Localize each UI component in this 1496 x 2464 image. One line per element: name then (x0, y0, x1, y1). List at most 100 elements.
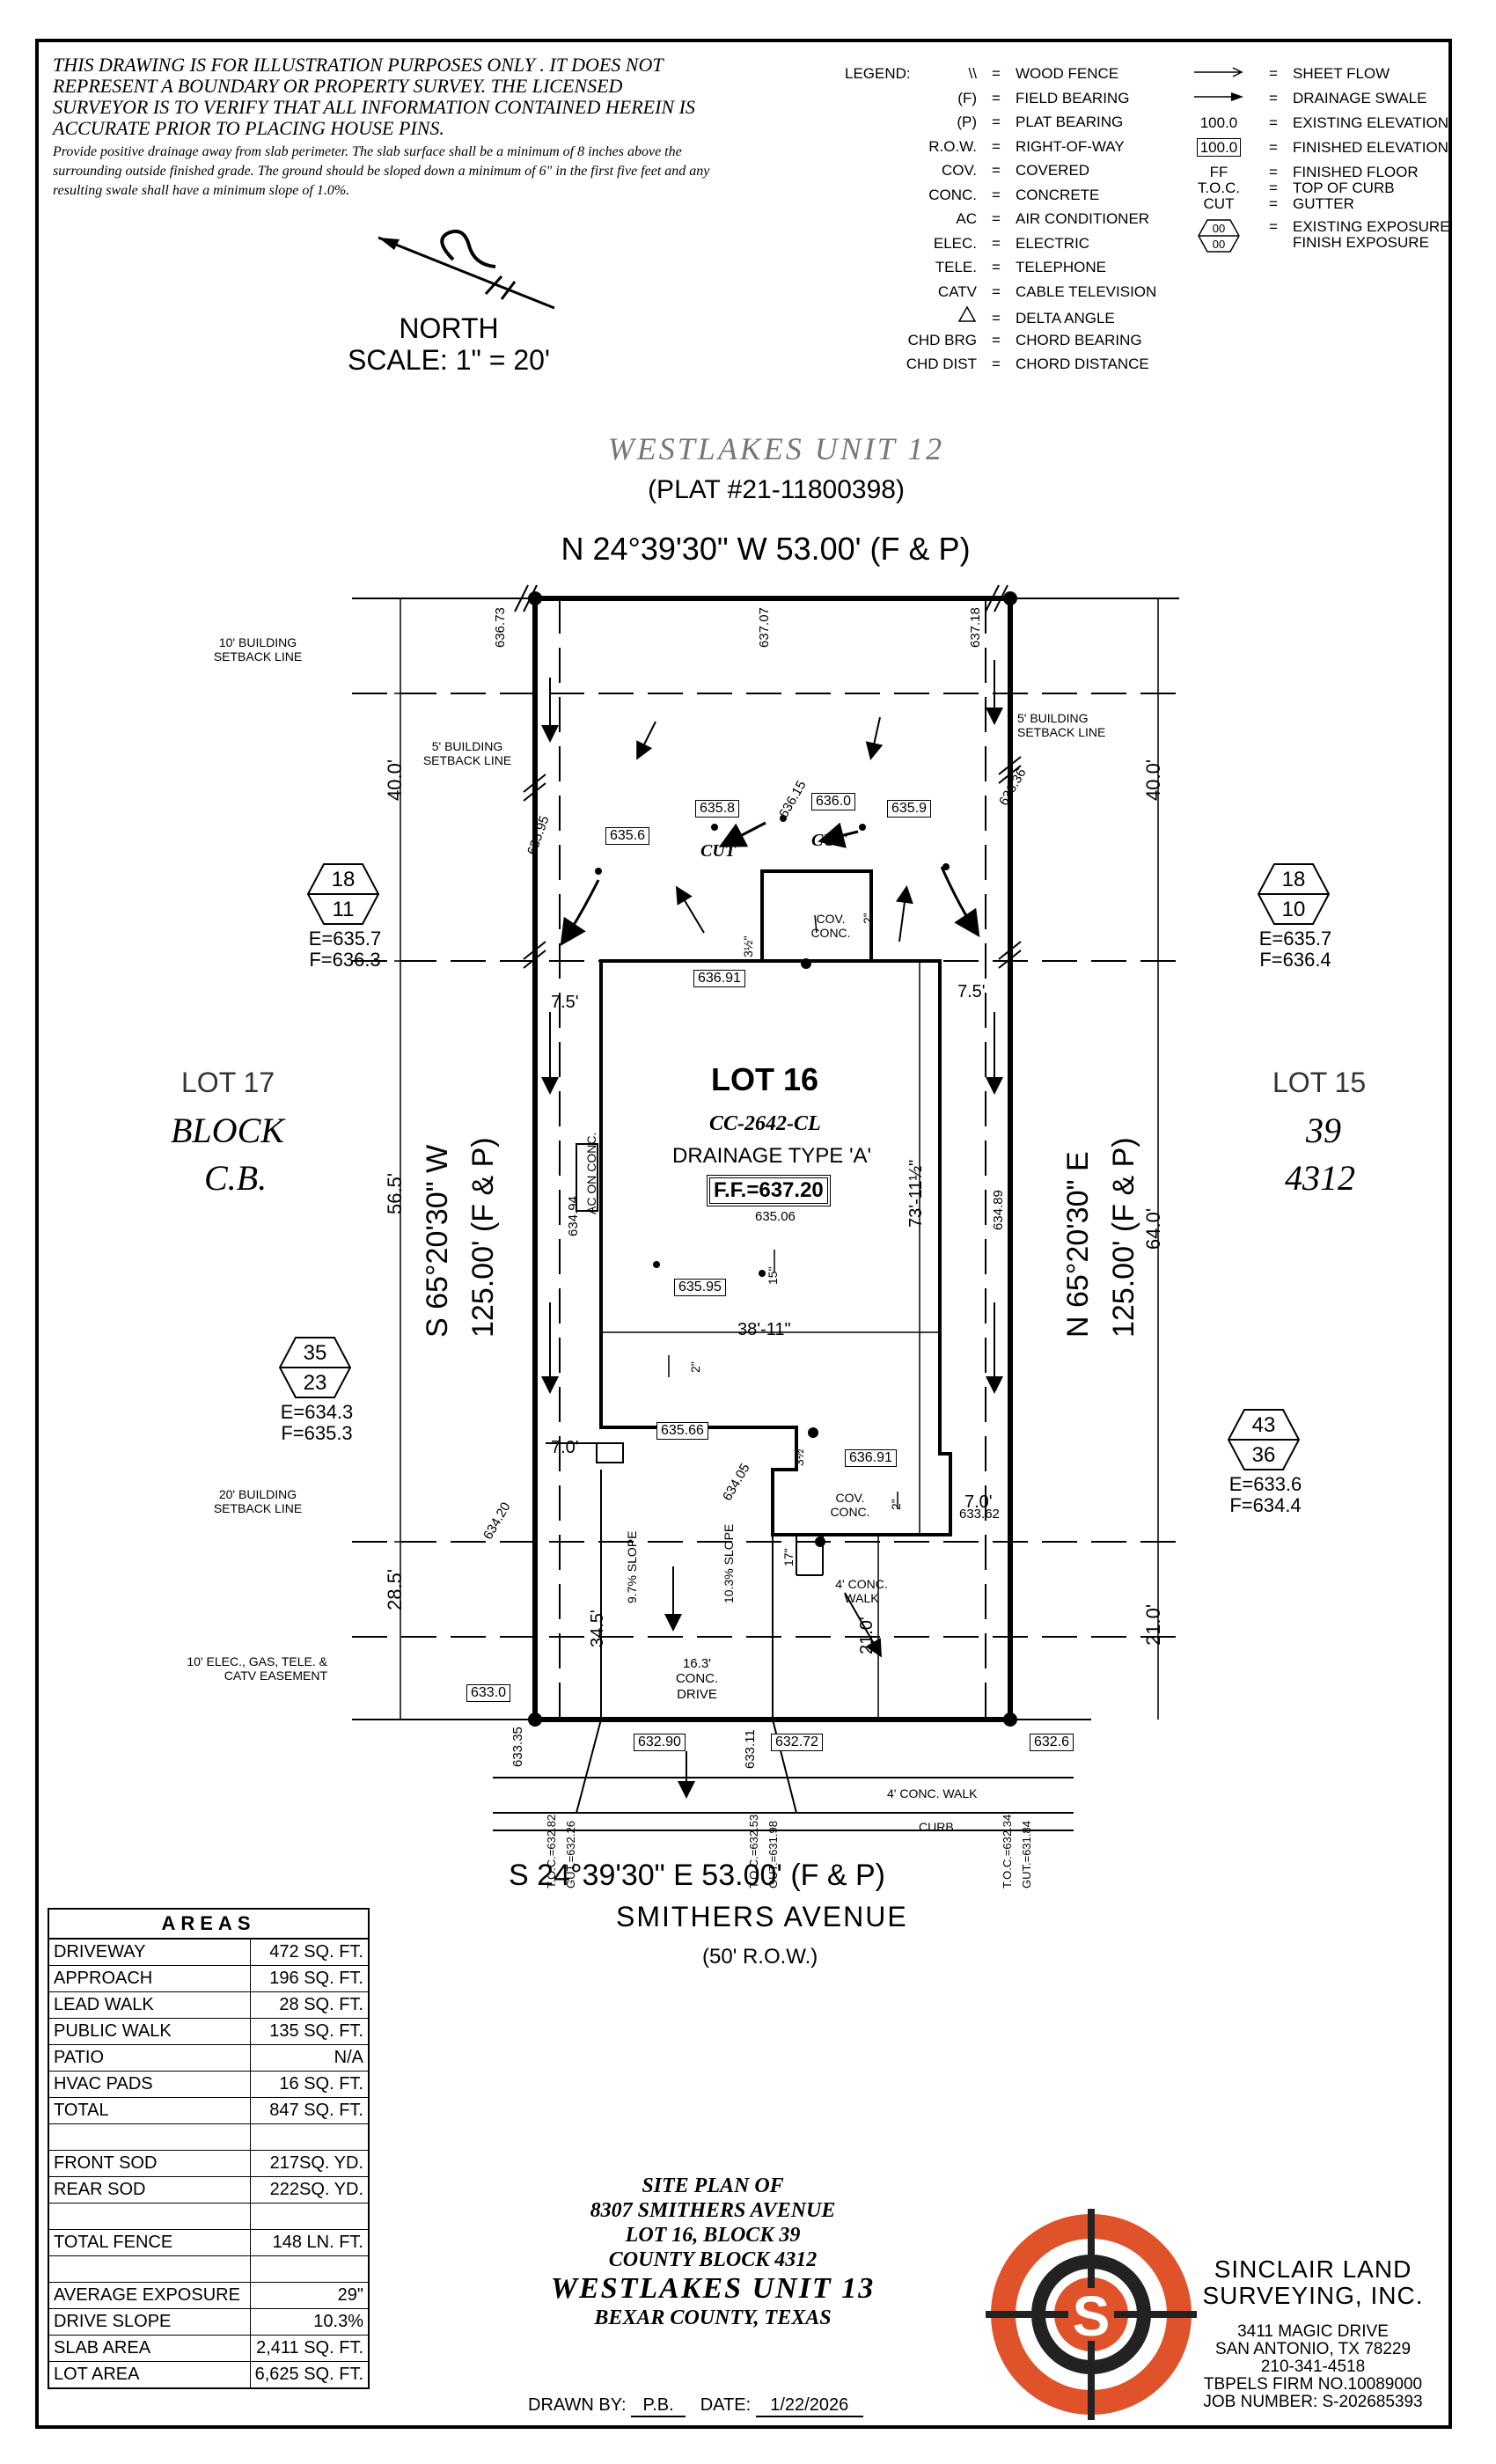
swale-points (595, 815, 950, 1547)
area-value: 196 SQ. FT. (249, 1965, 370, 1992)
area-label: TOTAL (48, 2097, 251, 2124)
legend-symbol: 100.0 (1184, 137, 1254, 158)
company-job: JOB NUMBER: S-202685393 (1203, 2393, 1423, 2411)
house-footprint (599, 959, 952, 1536)
setback-lines (352, 598, 1186, 1720)
legend-left-row: CATV=CABLE TELEVISION (871, 282, 1156, 303)
hex-bottom-text: 00 (1213, 238, 1225, 251)
area-label: LEAD WALK (48, 1991, 251, 2019)
legend-desc: PLAT BEARING (1016, 114, 1124, 130)
legend-desc: TOP OF CURB (1293, 180, 1395, 196)
north-arrow-icon (378, 229, 555, 310)
step (596, 1442, 624, 1463)
area-value (249, 2255, 370, 2283)
legend-left-row: AC=AIR CONDITIONER (871, 209, 1149, 230)
legend-left-row: COV.=COVERED (871, 160, 1089, 181)
legend-code: \\ (968, 65, 977, 82)
legend-code: TELE. (935, 259, 977, 275)
legend-desc: FINISHED ELEVATION (1293, 139, 1448, 156)
legend-equals: = (992, 259, 1001, 275)
area-value: 28 SQ. FT. (249, 1991, 370, 2019)
area-row (48, 2123, 370, 2151)
drainage-swale-arrows (560, 821, 980, 946)
legend-equals: = (1269, 139, 1278, 156)
sheet-flow-icon (1194, 67, 1243, 77)
legend-title: LEGEND: (845, 65, 911, 82)
legend-equals: = (1269, 114, 1278, 131)
area-value: 16 SQ. FT. (249, 2071, 370, 2098)
legend-code: CHD BRG (907, 331, 977, 348)
legend-right-row: 100.0=EXISTING ELEVATION (1184, 113, 1448, 134)
area-label: APPROACH (48, 1965, 251, 1992)
legend-left-row: ELEC.=ELECTRIC (871, 233, 1089, 254)
legend-left-row: TELE.=TELEPHONE (871, 257, 1106, 278)
area-value: 148 LN. FT. (249, 2229, 370, 2256)
area-value: 217SQ. YD. (249, 2150, 370, 2177)
legend-equals: = (992, 114, 1001, 130)
legend-desc: SHEET FLOW (1293, 65, 1390, 82)
logo-letter: S (1073, 2284, 1111, 2348)
legend-right-row: CUT=GUTTER (1184, 194, 1354, 215)
legend-right-row: =DRAINAGE SWALE (1184, 88, 1426, 109)
legend-desc: CABLE TELEVISION (1016, 282, 1157, 300)
areas-title: AREAS (48, 1909, 369, 1940)
legend-left-row: (F)=FIELD BEARING (871, 88, 1129, 109)
legend-left-row: R.O.W.=RIGHT-OF-WAY (871, 136, 1125, 158)
sheet-border (35, 39, 1452, 2429)
legend-right-row: T.O.C.=TOP OF CURB (1184, 178, 1395, 199)
legend-symbol (1184, 88, 1254, 109)
ac-pad (576, 1143, 598, 1212)
north-bearing: N 24°39'30" W 53.00' (F & P) (561, 531, 970, 567)
legend-symbol: T.O.C. (1184, 178, 1254, 199)
company-firm: TBPELS FIRM NO.10089000 (1203, 2375, 1423, 2394)
legend-symbol: CUT (1184, 194, 1254, 215)
legend-left-row: (P)=PLAT BEARING (871, 112, 1123, 133)
legend-equals: = (992, 162, 1001, 179)
company-name-2: SURVEYING, INC. (1202, 2282, 1424, 2309)
legend-code: AC (956, 210, 977, 227)
legend-right-row: FINISH EXPOSURE (1184, 234, 1429, 252)
area-label: DRIVEWAY (48, 1938, 251, 1966)
area-value: 847 SQ. FT. (249, 2097, 370, 2124)
legend-desc: CHORD DISTANCE (1016, 356, 1149, 372)
legend-code: CONC. (928, 186, 977, 203)
area-label: DRIVE SLOPE (48, 2308, 251, 2336)
legend-left-row: \\=WOOD FENCE (871, 63, 1119, 84)
legend-equals: = (992, 186, 1001, 203)
legend-right-row: = SHEET FLOW (1184, 63, 1390, 84)
legend-equals: = (1269, 65, 1278, 82)
north-label: NORTH (399, 312, 499, 344)
company-logo-icon: S (986, 2209, 1197, 2420)
area-value (249, 2203, 370, 2230)
drainage-swale-icon (1194, 92, 1243, 101)
legend-equals: = (992, 234, 1001, 252)
legend-equals: = (1269, 195, 1278, 212)
area-label (48, 2203, 251, 2230)
area-label: LOT AREA (48, 2361, 251, 2389)
title-block: SITE PLAN OF 8307 SMITHERS AVENUE LOT 16… (493, 2174, 933, 2330)
wood-fence-marks (514, 584, 1022, 969)
date-value: 1/22/2026 (755, 2395, 863, 2417)
legend-desc: FINISH EXPOSURE (1293, 234, 1429, 251)
corner-pin (1003, 1712, 1017, 1727)
area-label: FRONT SOD (48, 2150, 251, 2177)
company-name-1: SINCLAIR LAND (1214, 2255, 1412, 2283)
drainage-note: Provide positive drainage away from slab… (53, 144, 710, 198)
legend-right-row: 100.0 = FINISHED ELEVATION (1184, 137, 1448, 158)
legend-code: R.O.W. (928, 137, 977, 155)
legend-code: 100.0 (1196, 138, 1242, 157)
legend-left-row: CHD DIST=CHORD DISTANCE (871, 354, 1149, 375)
legend-desc: WOOD FENCE (1016, 65, 1119, 82)
legend-equals: = (1269, 218, 1278, 235)
